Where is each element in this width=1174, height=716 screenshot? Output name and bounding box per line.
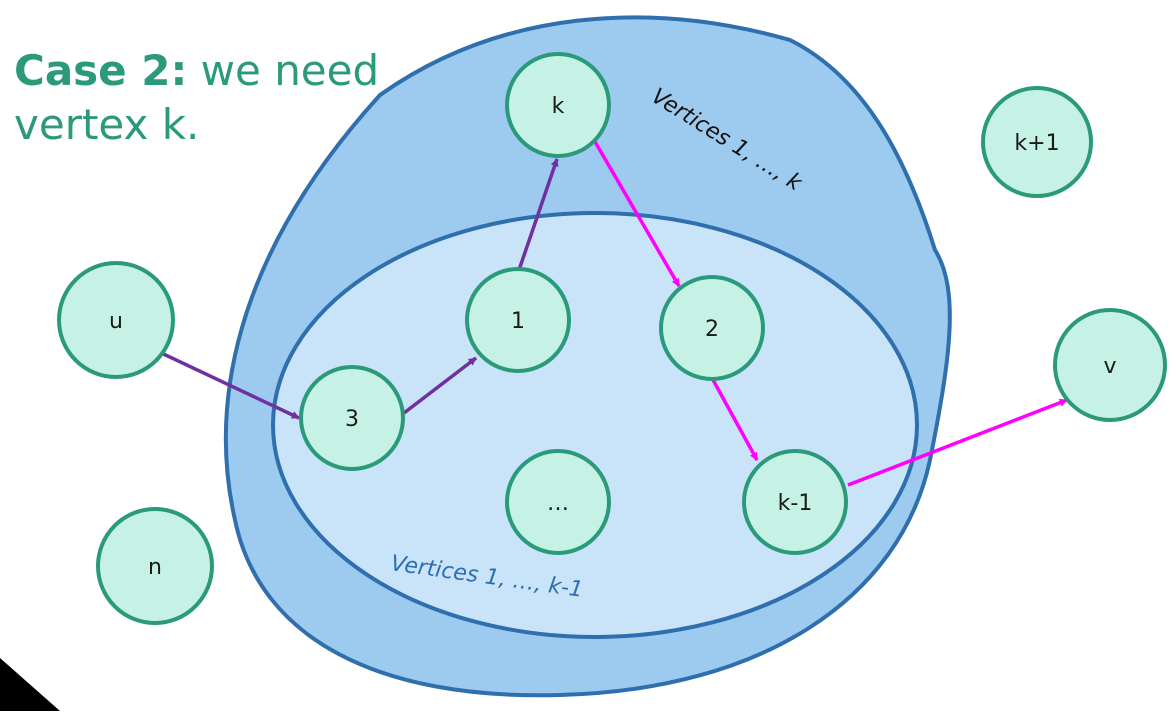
- node-3-label: 3: [345, 407, 359, 432]
- node-n-label: n: [148, 555, 162, 580]
- node-u: u: [57, 261, 175, 379]
- node-n: n: [96, 507, 214, 625]
- node-3: 3: [299, 365, 405, 471]
- node-2-label: 2: [705, 317, 719, 342]
- node-u-label: u: [109, 309, 123, 334]
- node-2: 2: [659, 275, 765, 381]
- node-k-plus-1: k+1: [981, 86, 1093, 198]
- node-k: k: [505, 52, 611, 158]
- edge-1-to-k: [517, 158, 559, 271]
- node-k-minus-1-label: k-1: [778, 491, 813, 516]
- node-v: v: [1053, 308, 1167, 422]
- node-1: 1: [465, 267, 571, 373]
- edge-2-to-kminus1: [710, 377, 759, 461]
- node-ellipsis-label: …: [547, 491, 569, 516]
- case-heading-bold: Case 2:: [14, 46, 188, 95]
- node-1-label: 1: [511, 309, 525, 334]
- case-heading-rest: we need vertex k.: [14, 46, 380, 149]
- node-ellipsis: …: [505, 449, 611, 555]
- node-v-label: v: [1103, 354, 1116, 379]
- edge-k-to-2: [592, 139, 681, 287]
- edge-3-to-1: [402, 356, 478, 415]
- node-k-plus-1-label: k+1: [1014, 131, 1059, 156]
- node-k-minus-1: k-1: [742, 449, 848, 555]
- edge-u-to-3: [154, 348, 300, 420]
- case-heading: Case 2: we need vertex k.: [14, 44, 394, 152]
- edge-kminus1-to-v: [847, 398, 1068, 487]
- node-k-label: k: [552, 94, 565, 119]
- corner-shape: [0, 658, 60, 711]
